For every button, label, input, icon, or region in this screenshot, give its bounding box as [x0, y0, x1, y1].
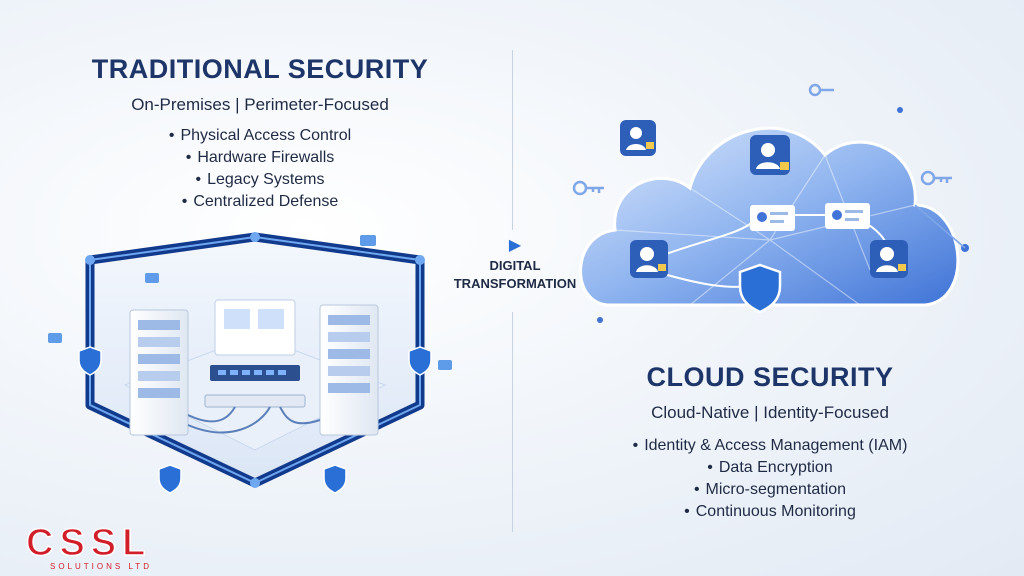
network-switch-icon — [204, 365, 306, 408]
cloud-bullets: Identity & Access Management (IAM) Data … — [560, 435, 980, 523]
traditional-bullets: Physical Access Control Hardware Firewal… — [60, 125, 460, 213]
traditional-security-block: TRADITIONAL SECURITY On-Premises | Perim… — [60, 54, 460, 213]
shield-icon — [408, 346, 432, 376]
shield-icon — [78, 346, 102, 376]
logo-letters: CSSL — [26, 522, 151, 564]
key-icon — [920, 170, 952, 186]
list-item: Data Encryption — [560, 457, 980, 479]
list-item: Legacy Systems — [60, 169, 460, 191]
cloud-subtitle: Cloud-Native | Identity-Focused — [651, 403, 889, 422]
digital-transformation-label: ▶ DIGITAL TRANSFORMATION — [430, 235, 600, 293]
shield-icon — [738, 263, 782, 314]
list-item: Identity & Access Management (IAM) — [560, 435, 980, 457]
perimeter-illustration — [48, 232, 452, 494]
list-item: Continuous Monitoring — [560, 501, 980, 523]
list-item: Centralized Defense — [60, 191, 460, 213]
shield-icon — [323, 464, 347, 494]
server-rack-icon — [129, 309, 189, 436]
key-icon — [572, 180, 604, 196]
list-item: Hardware Firewalls — [60, 147, 460, 169]
company-logo: CSSL SOLUTIONS LTD — [25, 521, 152, 571]
list-item: Micro-segmentation — [560, 479, 980, 501]
transformation-text: DIGITAL TRANSFORMATION — [453, 258, 577, 291]
id-card-icon — [750, 205, 795, 231]
center-divider-bottom — [512, 312, 513, 532]
server-rack-icon — [319, 304, 379, 436]
traditional-title: TRADITIONAL SECURITY — [91, 54, 429, 84]
list-item: Physical Access Control — [60, 125, 460, 147]
cloud-title: CLOUD SECURITY — [646, 362, 894, 392]
user-lock-icon — [620, 120, 656, 156]
center-divider-top — [512, 50, 513, 230]
user-lock-icon — [750, 135, 790, 175]
shield-icon — [158, 464, 182, 494]
user-lock-icon — [870, 240, 908, 278]
key-icon — [808, 83, 834, 97]
play-arrow-icon: ▶ — [508, 237, 522, 254]
traditional-subtitle: On-Premises | Perimeter-Focused — [131, 95, 389, 114]
user-lock-icon — [630, 240, 668, 278]
logo-tagline: SOLUTIONS LTD — [50, 562, 152, 571]
cloud-security-block: CLOUD SECURITY Cloud-Native | Identity-F… — [560, 362, 980, 523]
id-card-icon — [825, 203, 870, 229]
cloud-illustration — [572, 83, 969, 323]
